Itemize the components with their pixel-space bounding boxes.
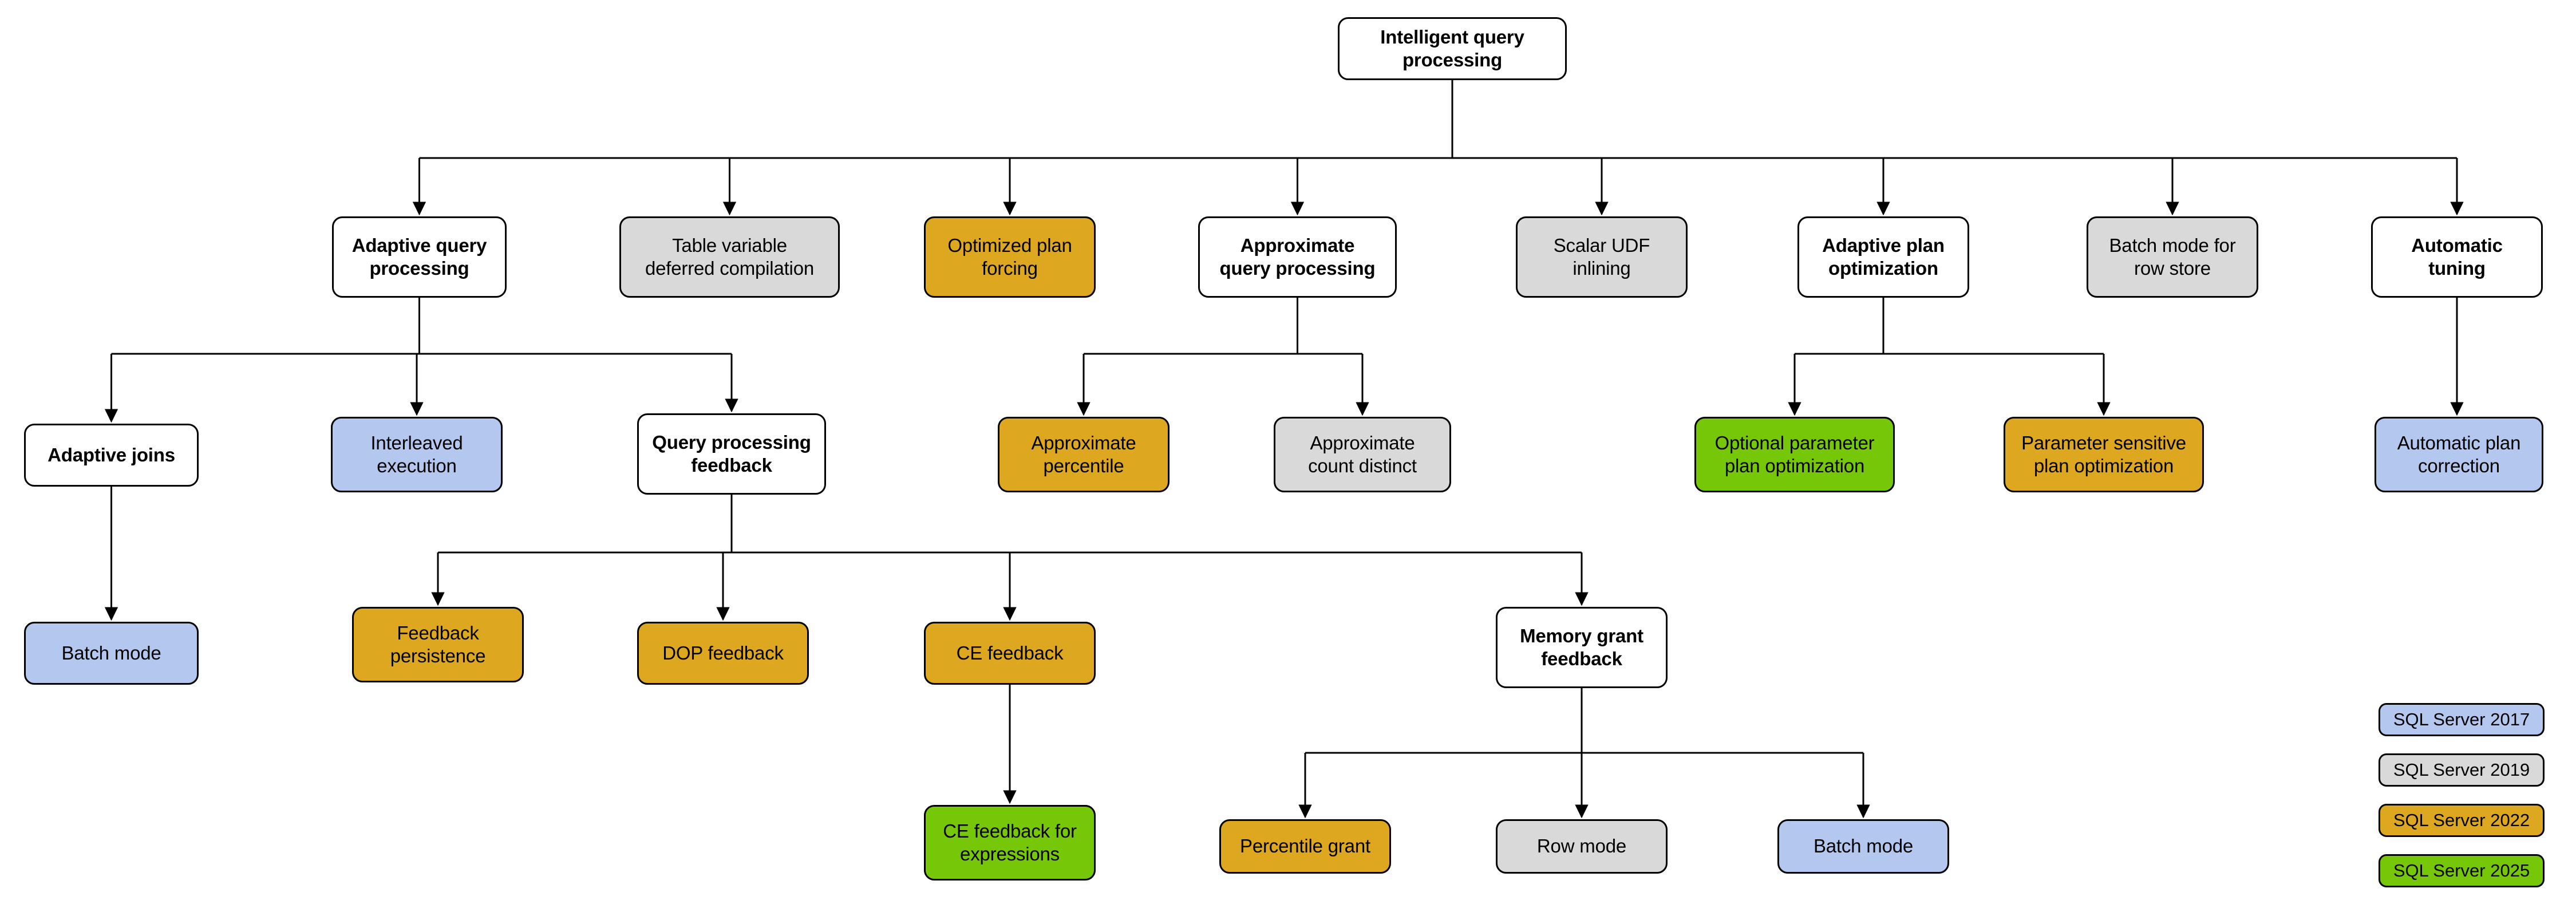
legend-item-sql-server-2019: SQL Server 2019 <box>2379 753 2545 787</box>
node-psop[interactable]: Parameter sensitive plan optimization <box>2004 417 2204 492</box>
node-bmrs[interactable]: Batch mode for row store <box>2087 216 2258 298</box>
node-approxp[interactable]: Approximate percentile <box>998 417 1170 492</box>
node-fbpers[interactable]: Feedback persistence <box>352 607 524 682</box>
node-opf[interactable]: Optimized plan forcing <box>924 216 1096 298</box>
node-root[interactable]: Intelligent query processing <box>1338 17 1567 80</box>
node-cefb[interactable]: CE feedback <box>924 622 1096 685</box>
node-dopfb[interactable]: DOP feedback <box>637 622 809 685</box>
node-rowmode[interactable]: Row mode <box>1496 819 1668 874</box>
node-bmode1[interactable]: Batch mode <box>24 622 199 685</box>
node-aqp[interactable]: Adaptive query processing <box>332 216 507 298</box>
node-ilex[interactable]: Interleaved execution <box>331 417 503 492</box>
node-sudf[interactable]: Scalar UDF inlining <box>1516 216 1688 298</box>
node-autotune[interactable]: Automatic tuning <box>2371 216 2543 298</box>
legend-item-sql-server-2022: SQL Server 2022 <box>2379 804 2545 837</box>
node-qpf[interactable]: Query processing feedback <box>637 413 826 495</box>
node-bmode2[interactable]: Batch mode <box>1777 819 1949 874</box>
node-apc[interactable]: Automatic plan correction <box>2374 417 2543 492</box>
node-mgf[interactable]: Memory grant feedback <box>1496 607 1668 688</box>
legend-item-sql-server-2017: SQL Server 2017 <box>2379 703 2545 736</box>
node-cefbexpr[interactable]: CE feedback for expressions <box>924 805 1096 881</box>
node-apo[interactable]: Adaptive plan optimization <box>1797 216 1969 298</box>
node-pctgrant[interactable]: Percentile grant <box>1219 819 1391 874</box>
node-approxcd[interactable]: Approximate count distinct <box>1274 417 1451 492</box>
node-approxqp[interactable]: Approximate query processing <box>1198 216 1397 298</box>
legend-item-sql-server-2025: SQL Server 2025 <box>2379 854 2545 887</box>
node-ajoins[interactable]: Adaptive joins <box>24 424 199 487</box>
node-tvdc[interactable]: Table variable deferred compilation <box>619 216 840 298</box>
node-oppo[interactable]: Optional parameter plan optimization <box>1694 417 1895 492</box>
